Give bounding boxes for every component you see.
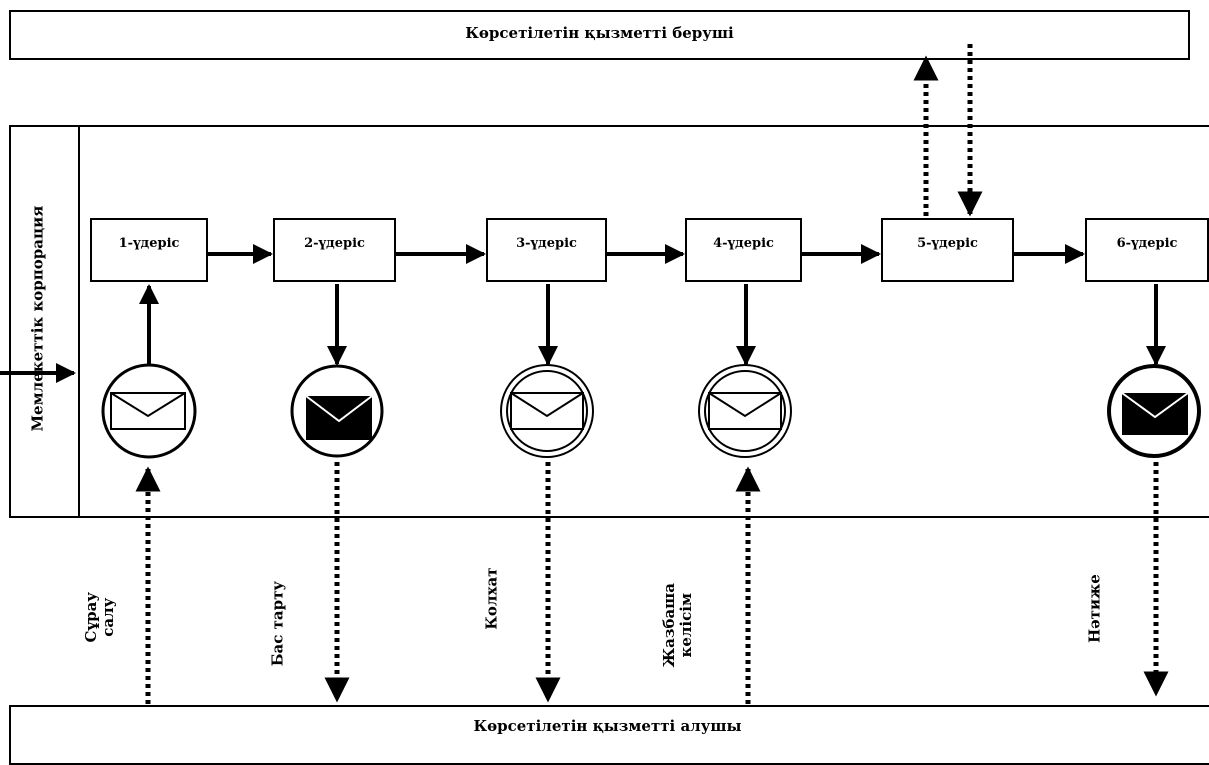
- step-1: 1-үдеріс: [90, 218, 208, 282]
- label-consent: Жазбаша келісім: [659, 582, 695, 668]
- step-4-label: 4-үдеріс: [713, 236, 774, 251]
- step-2-label: 2-үдеріс: [304, 236, 365, 251]
- step-4: 4-үдеріс: [685, 218, 802, 282]
- envelope-filled-icon: [1121, 392, 1189, 435]
- provider-lane-title: Көрсетілетін қызметті беруші: [465, 24, 734, 42]
- envelope-outline-icon: [110, 392, 186, 430]
- step-1-label: 1-үдеріс: [118, 236, 180, 251]
- event-6: [1107, 364, 1201, 458]
- label-receipt: Колхат: [482, 567, 501, 630]
- step-3-label: 3-үдеріс: [516, 236, 577, 251]
- label-result: Нәтиже: [1085, 574, 1104, 644]
- step-5-label: 5-үдеріс: [917, 236, 978, 251]
- envelope-outline-icon: [708, 392, 782, 430]
- label-refusal: Бас тарту: [268, 580, 287, 667]
- corporation-lane-divider: [78, 125, 80, 518]
- event-2: [290, 364, 384, 458]
- step-3: 3-үдеріс: [486, 218, 607, 282]
- step-2: 2-үдеріс: [273, 218, 396, 282]
- step-6-label: 6-үдеріс: [1116, 236, 1178, 251]
- event-4: [698, 364, 792, 458]
- recipient-lane-title: Көрсетілетін қызметті алушы: [473, 717, 742, 735]
- label-request: Сұрау салу: [81, 592, 117, 643]
- step-6: 6-үдеріс: [1085, 218, 1209, 282]
- event-1: [101, 363, 197, 459]
- corporation-lane: [9, 125, 1209, 518]
- envelope-filled-icon: [305, 395, 373, 440]
- step-5: 5-үдеріс: [881, 218, 1014, 282]
- provider-lane: Көрсетілетін қызметті беруші: [9, 10, 1190, 60]
- event-3: [500, 364, 594, 458]
- envelope-outline-icon: [510, 392, 584, 430]
